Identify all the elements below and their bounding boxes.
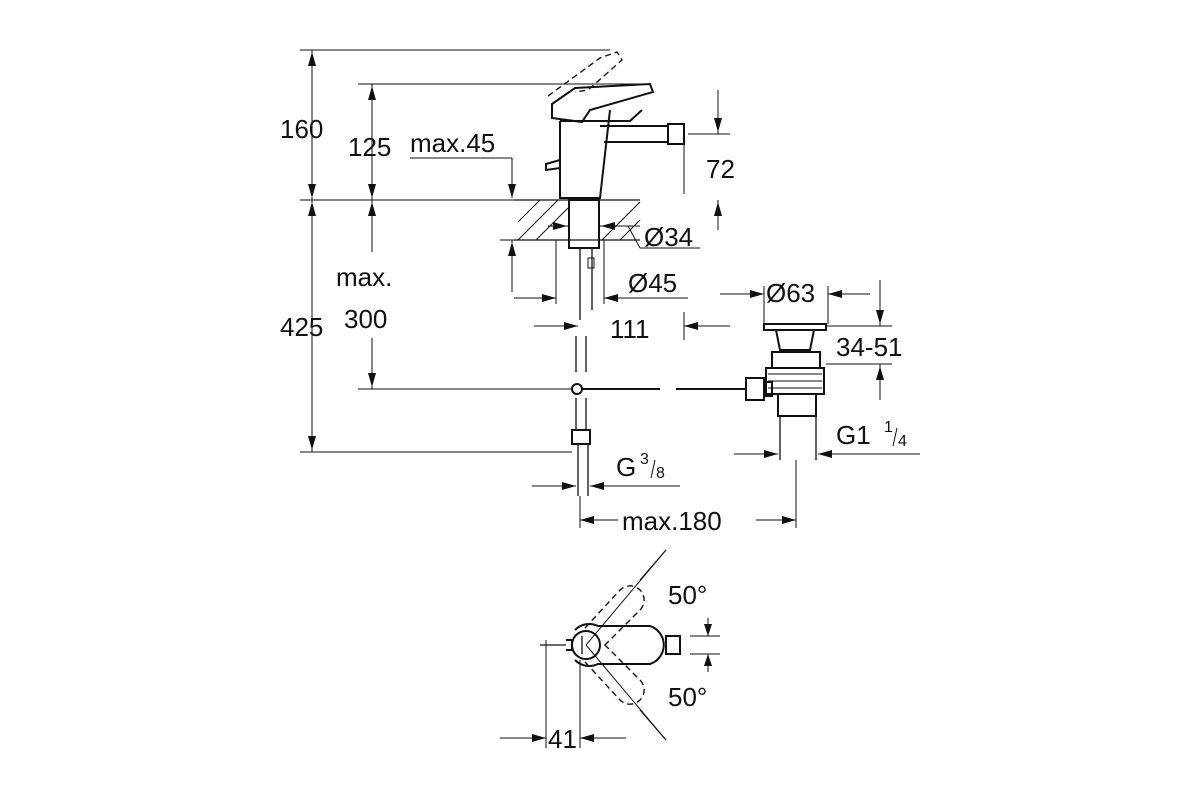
label-41: 41 <box>548 724 577 754</box>
label-g-main: G <box>616 452 636 482</box>
label-425: 425 <box>280 312 323 342</box>
label-g-num: 3 <box>640 451 649 468</box>
label-d34: Ø34 <box>644 222 693 252</box>
dimension-labels: 160 125 max.45 72 Ø34 max. 425 300 Ø45 1… <box>280 114 907 754</box>
label-max: max. <box>336 262 392 292</box>
waste-assembly <box>745 323 827 460</box>
label-g1-num: 1 <box>884 419 893 436</box>
label-160: 160 <box>280 114 323 144</box>
label-72: 72 <box>706 154 735 184</box>
label-angle-top: 50° <box>668 580 707 610</box>
label-g1-main: G1 <box>836 420 871 450</box>
label-300: 300 <box>344 304 387 334</box>
dimension-lines <box>300 49 920 528</box>
label-g-3-8: G 3 8 <box>616 451 665 482</box>
label-111: 111 <box>610 314 650 344</box>
label-angle-bottom: 50° <box>668 682 707 712</box>
label-max45: max.45 <box>410 128 495 158</box>
label-34-51: 34-51 <box>836 332 903 362</box>
label-125: 125 <box>348 132 391 162</box>
label-d63: Ø63 <box>766 278 815 308</box>
worktop-hatching <box>517 199 641 241</box>
label-g1-1-4: G1 1 4 <box>836 419 907 450</box>
faucet-side-view <box>514 51 746 496</box>
label-d45: Ø45 <box>628 268 677 298</box>
label-max180: max.180 <box>622 506 722 536</box>
label-g1-den: 4 <box>898 433 907 450</box>
top-view <box>500 549 720 748</box>
label-g-den: 8 <box>656 465 665 482</box>
